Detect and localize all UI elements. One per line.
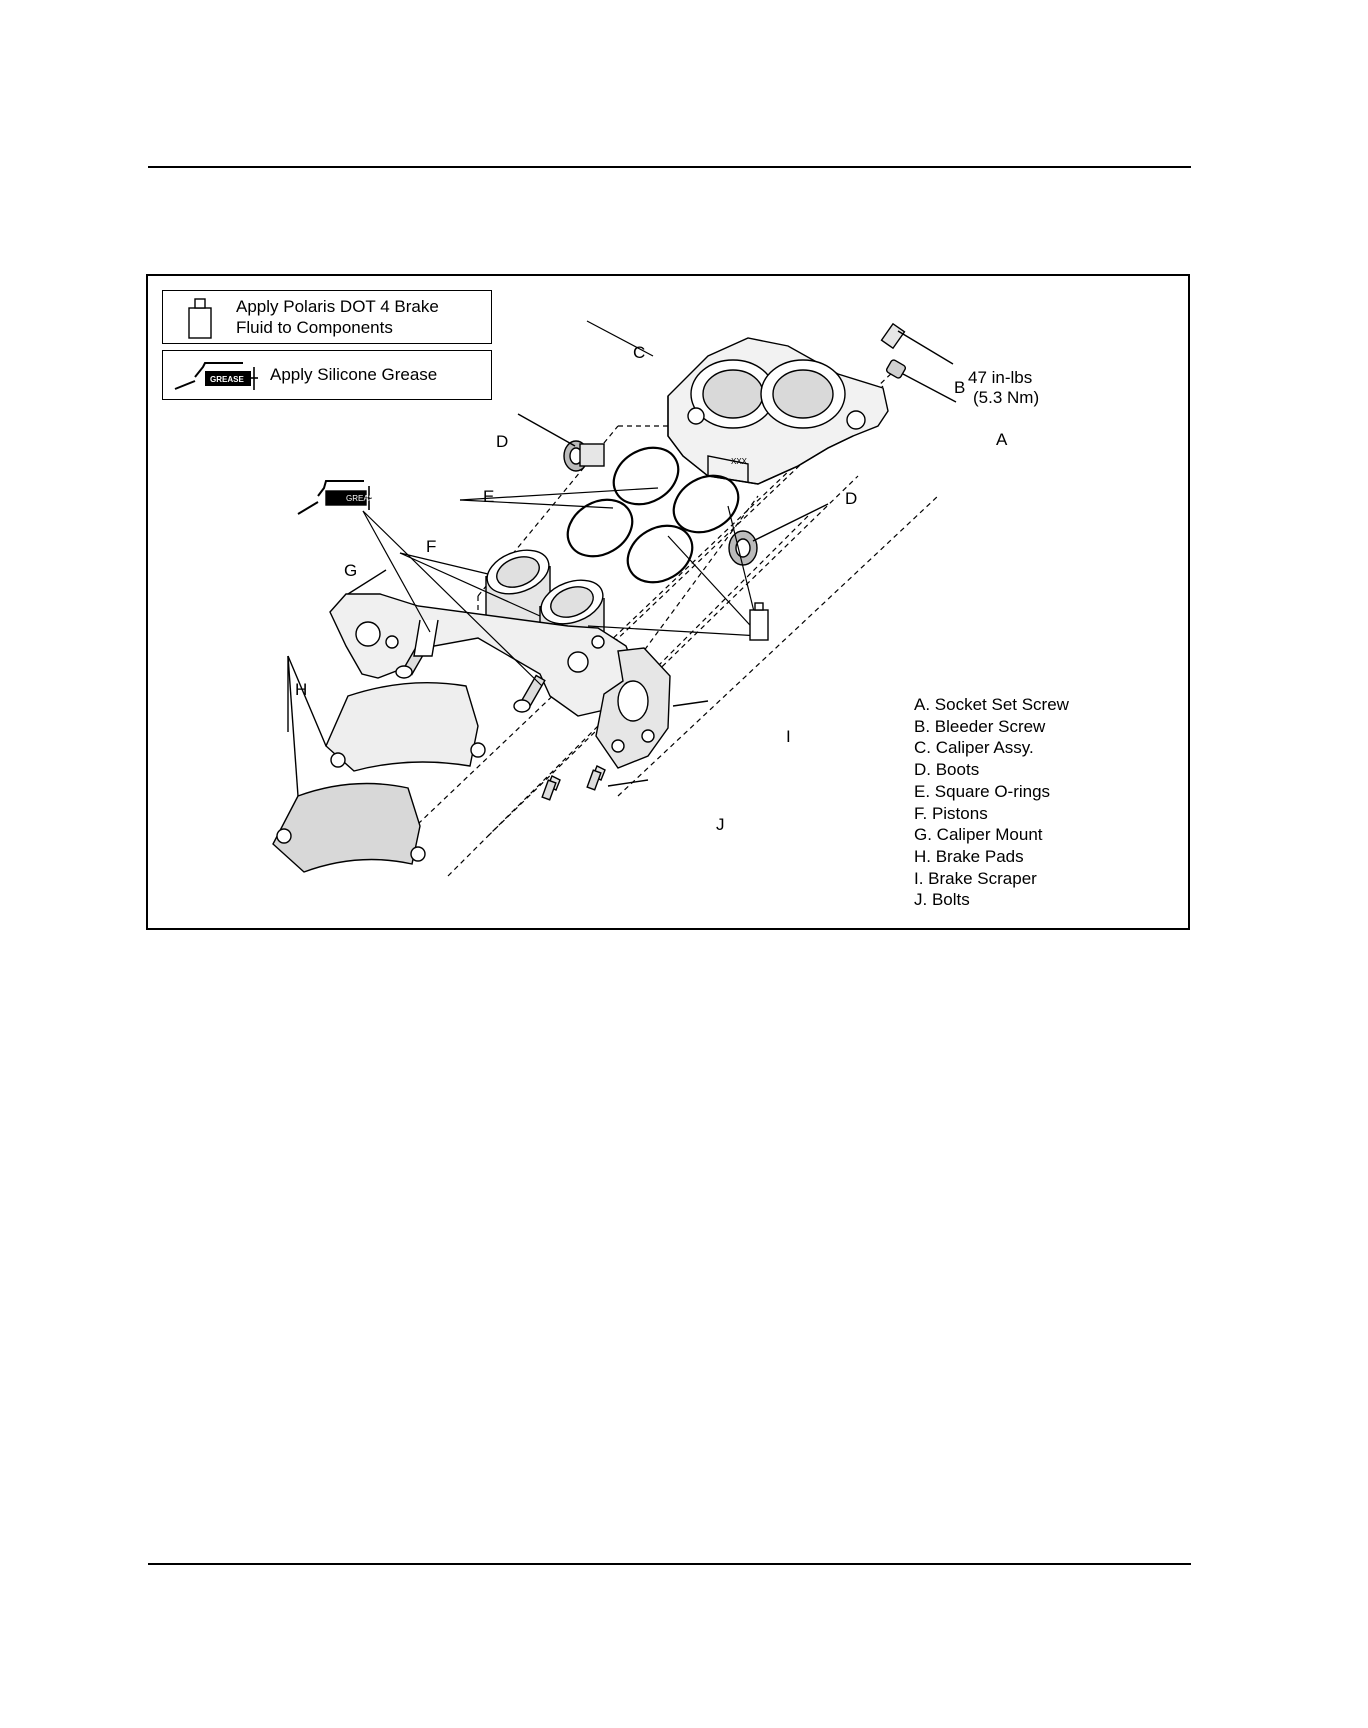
callout-d-lower: D xyxy=(845,490,857,508)
key-item: F. Pistons xyxy=(914,803,1069,825)
legend-brake-fluid-line-2: Fluid to Components xyxy=(236,317,439,338)
bolts xyxy=(542,766,648,800)
callout-h: H xyxy=(295,681,307,699)
boot-upper xyxy=(518,414,604,471)
key-item: G. Caliper Mount xyxy=(914,824,1069,846)
callout-b: B xyxy=(954,379,965,397)
callout-e: E xyxy=(483,488,494,506)
caliper-marking: XXX xyxy=(731,457,748,466)
grease-gun-icon: GREASE xyxy=(173,359,261,393)
socket-set-screw xyxy=(886,359,956,402)
key-item: B. Bleeder Screw xyxy=(914,716,1069,738)
callout-f: F xyxy=(426,538,436,556)
torque-in-lbs: 47 in-lbs xyxy=(968,368,1039,388)
legend-silicone-grease: GREASE Apply Silicone Grease xyxy=(162,350,492,400)
brake-caliper-exploded-diagram: GREASE XXX Apply Polaris DOT 4 Brake Flu… xyxy=(146,274,1190,930)
bleeder-screw xyxy=(882,324,953,364)
brake-fluid-bottle-icon xyxy=(185,296,215,340)
grease-icon-label: GREASE xyxy=(210,375,244,384)
key-item: E. Square O-rings xyxy=(914,781,1069,803)
caliper-assembly xyxy=(668,338,888,484)
key-item: H. Brake Pads xyxy=(914,846,1069,868)
callout-c: C xyxy=(633,344,645,362)
key-item: I. Brake Scraper xyxy=(914,868,1069,890)
legend-brake-fluid-text: Apply Polaris DOT 4 Brake Fluid to Compo… xyxy=(236,296,439,338)
key-item: C. Caliper Assy. xyxy=(914,737,1069,759)
torque-nm: (5.3 Nm) xyxy=(968,388,1039,408)
key-item: J. Bolts xyxy=(914,889,1069,911)
footer-rule xyxy=(148,1563,1191,1565)
callout-a: A xyxy=(996,431,1007,449)
key-item: D. Boots xyxy=(914,759,1069,781)
callout-j: J xyxy=(716,816,725,834)
callout-i: I xyxy=(786,728,791,746)
torque-spec: 47 in-lbs (5.3 Nm) xyxy=(968,368,1039,408)
legend-brake-fluid-line-1: Apply Polaris DOT 4 Brake xyxy=(236,296,439,317)
header-rule xyxy=(148,166,1191,168)
callout-g: G xyxy=(344,562,357,580)
callout-d-upper: D xyxy=(496,433,508,451)
legend-silicone-grease-text: Apply Silicone Grease xyxy=(270,364,437,385)
legend-brake-fluid: Apply Polaris DOT 4 Brake Fluid to Compo… xyxy=(162,290,492,344)
grease-icon-label: GREASE xyxy=(346,494,379,503)
parts-key-list: A. Socket Set Screw B. Bleeder Screw C. … xyxy=(914,694,1069,911)
key-item: A. Socket Set Screw xyxy=(914,694,1069,716)
